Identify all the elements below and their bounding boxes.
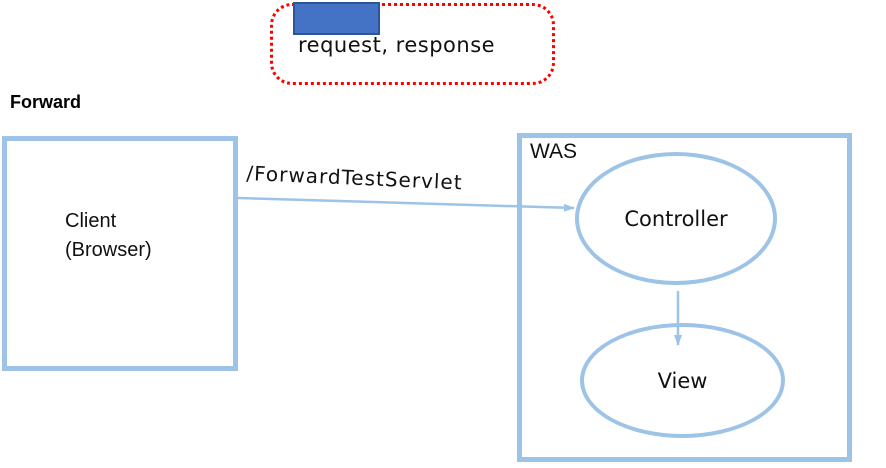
client-node: Client (Browser) (2, 136, 238, 371)
controller-node-label: Controller (624, 206, 728, 231)
client-node-label: Client (Browser) (65, 207, 152, 265)
request-response-box (270, 3, 555, 85)
view-node-label: View (657, 368, 708, 393)
was-container-label: WAS (530, 140, 578, 163)
view-node: View (580, 323, 785, 438)
request-swatch-rect (293, 2, 380, 35)
diagram-title: Forward (10, 92, 82, 112)
request-response-label: request, response (298, 33, 496, 57)
client-label-line1: Client (65, 210, 117, 232)
client-label-line2: (Browser) (65, 239, 152, 261)
controller-node: Controller (575, 152, 777, 285)
servlet-path-label: /ForwardTestServlet (245, 161, 464, 195)
